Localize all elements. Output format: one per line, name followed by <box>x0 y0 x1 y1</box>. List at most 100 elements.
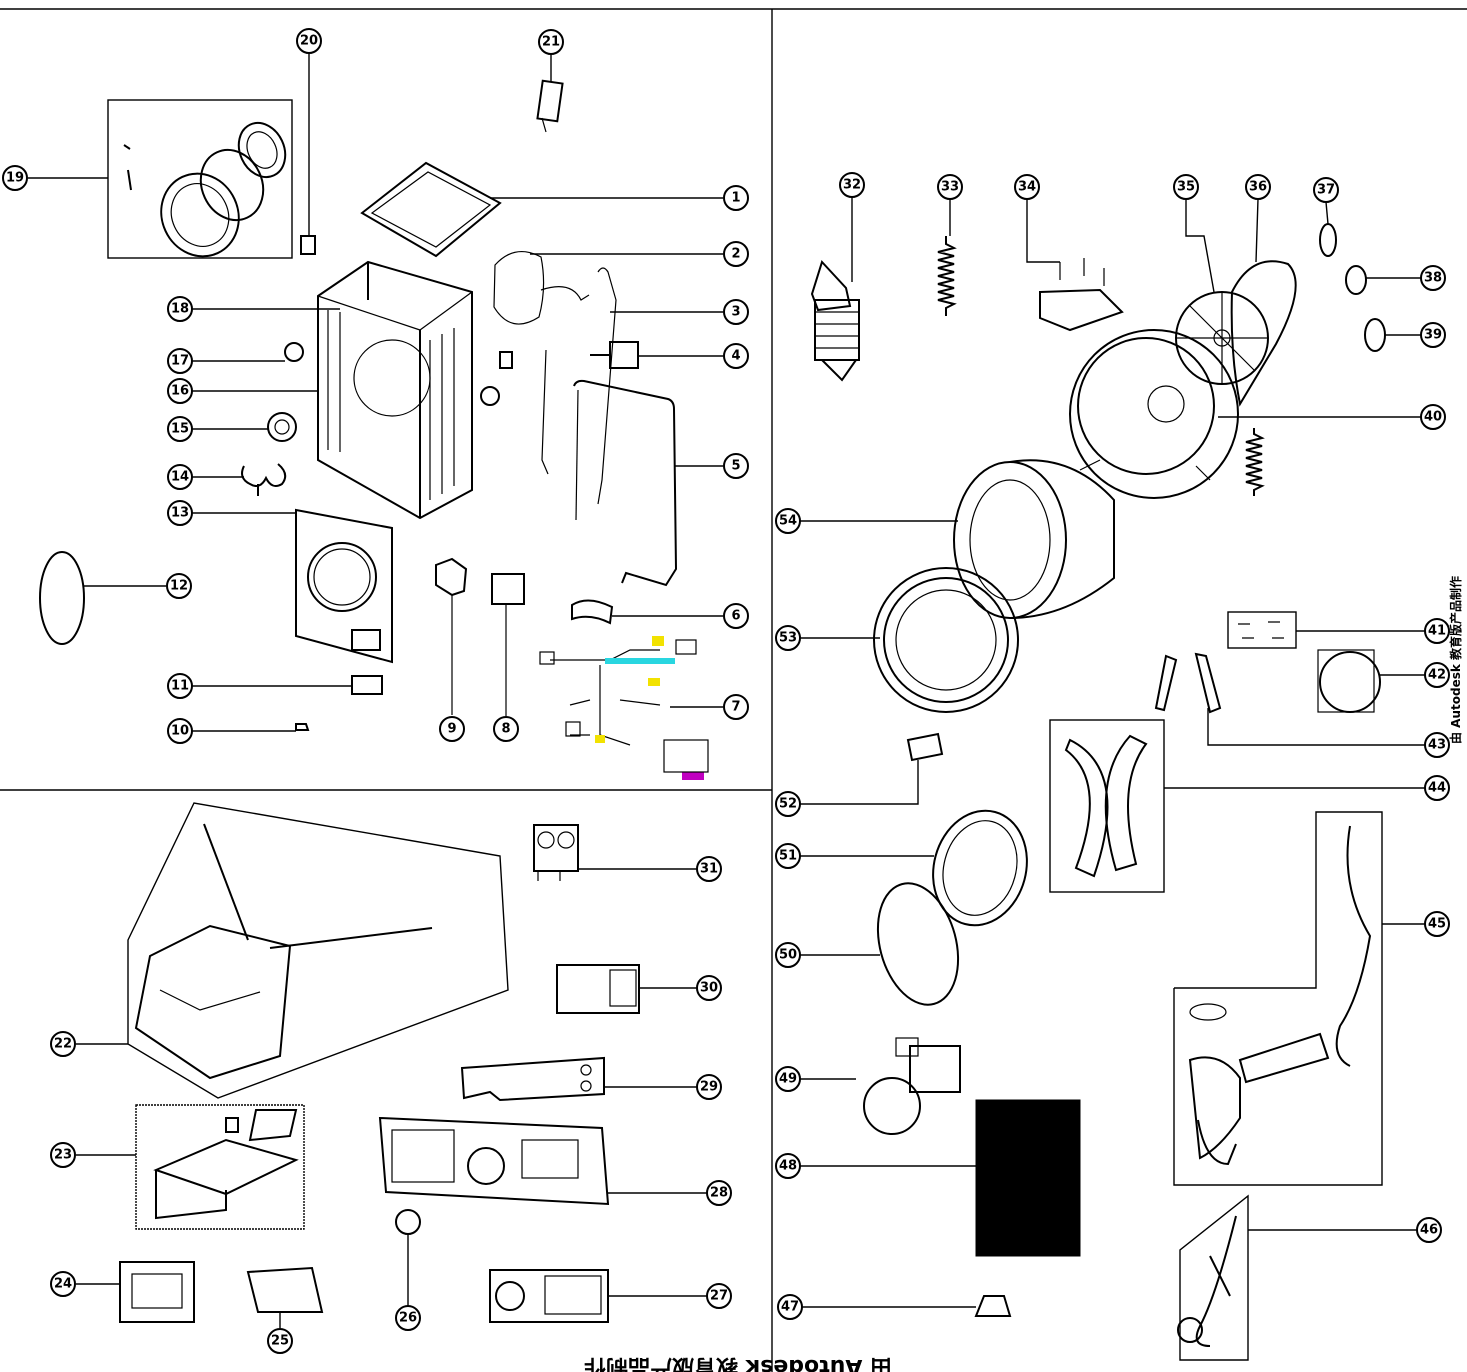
leader-lines <box>28 52 1425 1328</box>
callout-label: 42 <box>1428 668 1446 683</box>
callout-label: 54 <box>779 514 797 529</box>
callout-label: 10 <box>171 724 189 739</box>
callout-label: 53 <box>779 631 797 646</box>
callout-52: 52 <box>775 791 801 817</box>
part-25-label-card <box>246 1266 324 1313</box>
part-43-shock-absorbers <box>1154 652 1222 714</box>
part-4-valve-plug <box>590 341 639 369</box>
part-37-seal <box>1319 223 1337 257</box>
callout-label: 48 <box>779 1159 797 1174</box>
callout-label: 1 <box>731 191 740 206</box>
part-49-drain-pump <box>863 1037 961 1135</box>
part-48-mesh-panel <box>975 1099 1081 1257</box>
callout-label: 51 <box>779 849 797 864</box>
callout-label: 46 <box>1420 1223 1438 1238</box>
callout-label: 22 <box>54 1037 72 1052</box>
callout-label: 13 <box>171 506 189 521</box>
part-24-drawer-handle <box>119 1261 195 1323</box>
callout-label: 27 <box>710 1289 728 1304</box>
callout-label: 18 <box>171 302 189 317</box>
callout-37: 37 <box>1313 177 1339 203</box>
watermark-bottom: 由 Autodesk 教育版产品制作 <box>584 1354 892 1372</box>
part-54-drum <box>953 459 1115 619</box>
callout-label: 43 <box>1428 738 1446 753</box>
callout-label: 23 <box>54 1148 72 1163</box>
callout-10: 10 <box>167 718 193 744</box>
callout-label: 25 <box>271 1334 289 1349</box>
callout-label: 6 <box>731 609 740 624</box>
section-frame <box>0 8 1467 1372</box>
part-31-water-valve <box>533 824 579 881</box>
callout-16: 16 <box>167 378 193 404</box>
callout-label: 8 <box>501 722 510 737</box>
callout-42: 42 <box>1424 662 1450 688</box>
callout-22: 22 <box>50 1031 76 1057</box>
part-7-wiring-harness <box>539 636 709 780</box>
callout-15: 15 <box>167 416 193 442</box>
callout-29: 29 <box>696 1074 722 1100</box>
callout-label: 32 <box>843 178 861 193</box>
callout-label: 36 <box>1249 180 1267 195</box>
callout-label: 26 <box>399 1311 417 1326</box>
part-26-knob <box>395 1209 421 1235</box>
callout-label: 44 <box>1428 781 1446 796</box>
part-8-heater-block <box>491 573 525 716</box>
callout-24: 24 <box>50 1271 76 1297</box>
part-27-power-board <box>489 1269 609 1323</box>
part-46-inlet-hose <box>1177 1194 1249 1361</box>
callout-label: 37 <box>1317 183 1335 198</box>
part-34-top-bracket <box>1039 258 1124 332</box>
part-10-screw <box>295 723 310 731</box>
callout-label: 15 <box>171 422 189 437</box>
callout-30: 30 <box>696 975 722 1001</box>
part-21-latch <box>536 79 564 133</box>
callout-label: 16 <box>171 384 189 399</box>
callout-label: 47 <box>781 1300 799 1315</box>
callout-label: 40 <box>1424 410 1442 425</box>
callout-20: 20 <box>296 28 322 54</box>
part-30-control-board <box>556 964 640 1014</box>
callout-38: 38 <box>1420 265 1446 291</box>
callout-label: 7 <box>731 700 740 715</box>
callout-label: 41 <box>1428 624 1446 639</box>
callout-13: 13 <box>167 500 193 526</box>
part-41-screw-set <box>1227 611 1297 649</box>
part-38-bearing <box>1345 265 1367 295</box>
callout-44: 44 <box>1424 775 1450 801</box>
callout-label: 14 <box>171 470 189 485</box>
part-28-control-panel <box>378 1116 610 1206</box>
callout-label: 2 <box>731 247 740 262</box>
callout-49: 49 <box>775 1066 801 1092</box>
callout-label: 30 <box>700 981 718 996</box>
part-52-connector <box>906 732 944 762</box>
callout-28: 28 <box>706 1180 732 1206</box>
callout-45: 45 <box>1424 911 1450 937</box>
part-32-bellows-hose <box>810 260 860 382</box>
part-42-motor <box>1317 649 1381 713</box>
callout-46: 46 <box>1416 1217 1442 1243</box>
callout-43: 43 <box>1424 732 1450 758</box>
callout-label: 20 <box>300 34 318 49</box>
callout-1: 1 <box>723 185 749 211</box>
callout-label: 35 <box>1177 180 1195 195</box>
part-22-dispenser-assembly <box>127 802 509 1099</box>
callout-label: 12 <box>170 579 188 594</box>
callout-label: 39 <box>1424 328 1442 343</box>
callout-label: 45 <box>1428 917 1446 932</box>
callout-54: 54 <box>775 508 801 534</box>
callout-33: 33 <box>937 174 963 200</box>
callout-53: 53 <box>775 625 801 651</box>
callout-label: 34 <box>1018 180 1036 195</box>
part-40-rear-tub <box>1069 329 1239 499</box>
callout-label: 5 <box>731 459 740 474</box>
part-19-door-assembly <box>107 99 293 259</box>
callout-label: 29 <box>700 1080 718 1095</box>
callout-label: 52 <box>779 797 797 812</box>
callout-label: 33 <box>941 180 959 195</box>
small-bushing-right <box>480 351 513 406</box>
callout-39: 39 <box>1420 322 1446 348</box>
callout-27: 27 <box>706 1283 732 1309</box>
callout-label: 31 <box>700 862 718 877</box>
part-50-door-clamp-ring <box>876 882 960 1006</box>
callout-18: 18 <box>167 296 193 322</box>
